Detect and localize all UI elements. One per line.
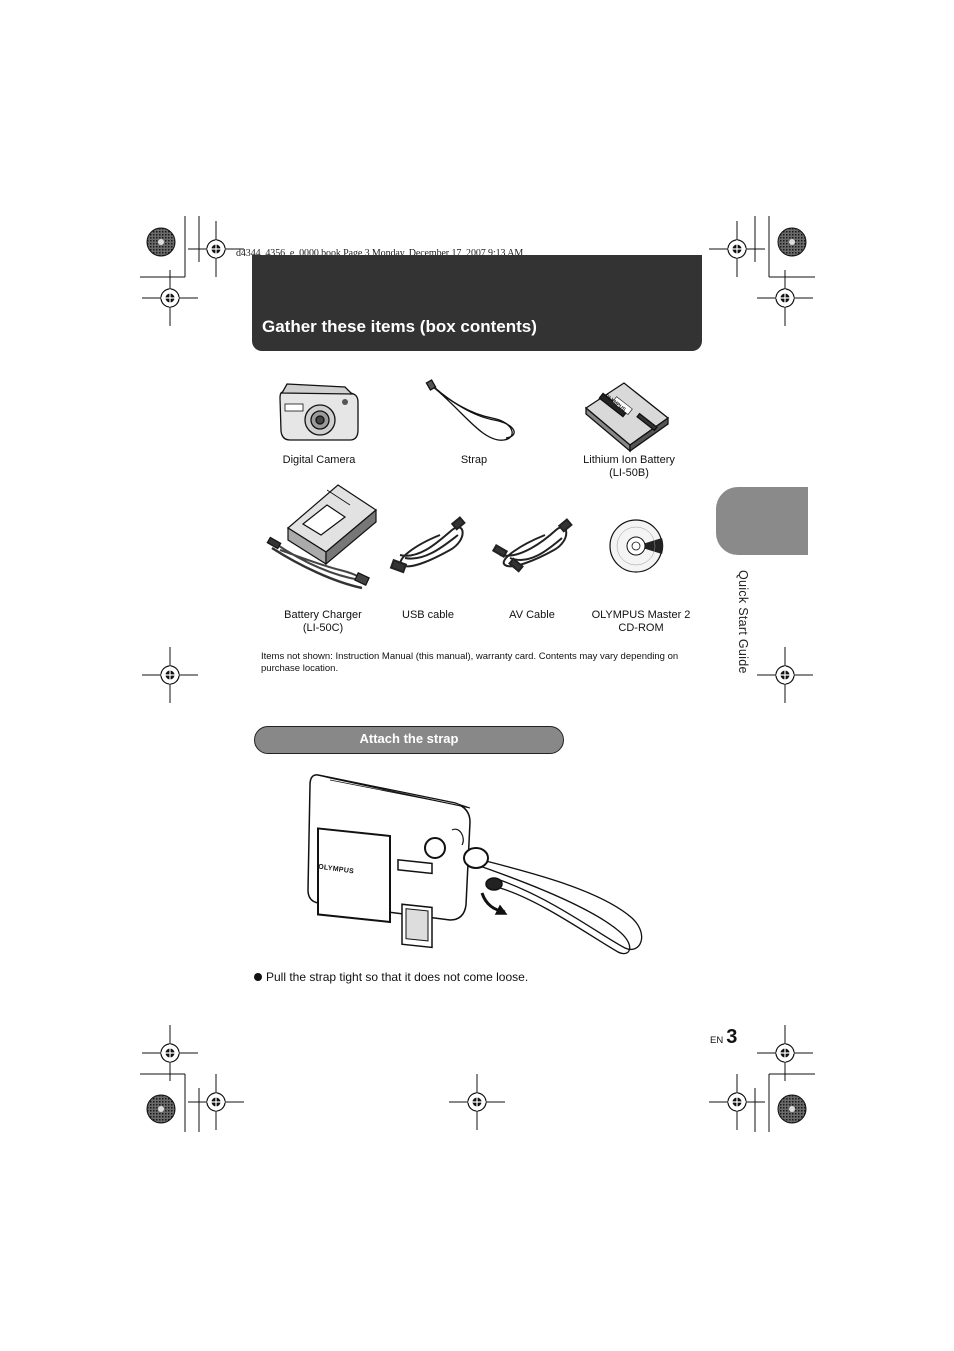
file-info: d4344_4356_e_0000.book Page 3 Monday, De… [236, 248, 524, 259]
registration-mark-icon [141, 1024, 199, 1082]
starburst-target-icon [777, 1094, 807, 1124]
side-tab [716, 487, 808, 555]
starburst-target-icon [777, 227, 807, 257]
item-label-battery-charger: Battery Charger(LI-50C) [284, 609, 362, 634]
registration-mark-icon [708, 220, 766, 278]
items-not-shown-note: Items not shown: Instruction Manual (thi… [261, 651, 679, 674]
language-code: EN [710, 1035, 724, 1046]
instruction-text: Pull the strap tight so that it does not… [266, 970, 529, 984]
registration-mark-icon [756, 646, 814, 704]
section-bar [254, 726, 564, 754]
section-title: Attach the strap [359, 731, 459, 746]
instruction-item: Pull the strap tight so that it does not… [254, 970, 528, 984]
corner-crop-lines [140, 216, 815, 1132]
starburst-target-icon [146, 1094, 176, 1124]
registration-mark-icon [448, 1073, 506, 1131]
digital-camera-illustration [279, 383, 359, 441]
bullet-icon [254, 973, 262, 981]
registration-mark-icon [708, 1073, 766, 1131]
item-label-digital-camera: Digital Camera [282, 454, 356, 466]
registration-mark-icon [141, 646, 199, 704]
usb-cable-illustration [389, 516, 466, 574]
registration-mark-icon [141, 269, 199, 327]
page-number-value: 3 [726, 1026, 738, 1048]
item-label-strap: Strap [460, 454, 488, 466]
av-cable-illustration [491, 518, 573, 573]
registration-mark-icon [756, 1024, 814, 1082]
battery-charger-illustration [266, 484, 378, 590]
starburst-target-icon [146, 227, 176, 257]
registration-mark-icon [187, 1073, 245, 1131]
registration-mark-icon [756, 269, 814, 327]
item-label-av-cable: AV Cable [509, 609, 555, 621]
header-banner [252, 255, 702, 351]
item-label-lithium-ion-battery: Lithium Ion Battery(LI-50B) [583, 454, 675, 479]
page-title: Gather these items (box contents) [262, 317, 537, 336]
side-tab-label: Quick Start Guide [736, 570, 750, 674]
battery-illustration [584, 382, 670, 453]
item-label-usb-cable: USB cable [402, 609, 454, 621]
strap-attachment-illustration [307, 774, 643, 955]
strap-illustration [425, 379, 515, 441]
cd-rom-illustration [609, 519, 664, 573]
